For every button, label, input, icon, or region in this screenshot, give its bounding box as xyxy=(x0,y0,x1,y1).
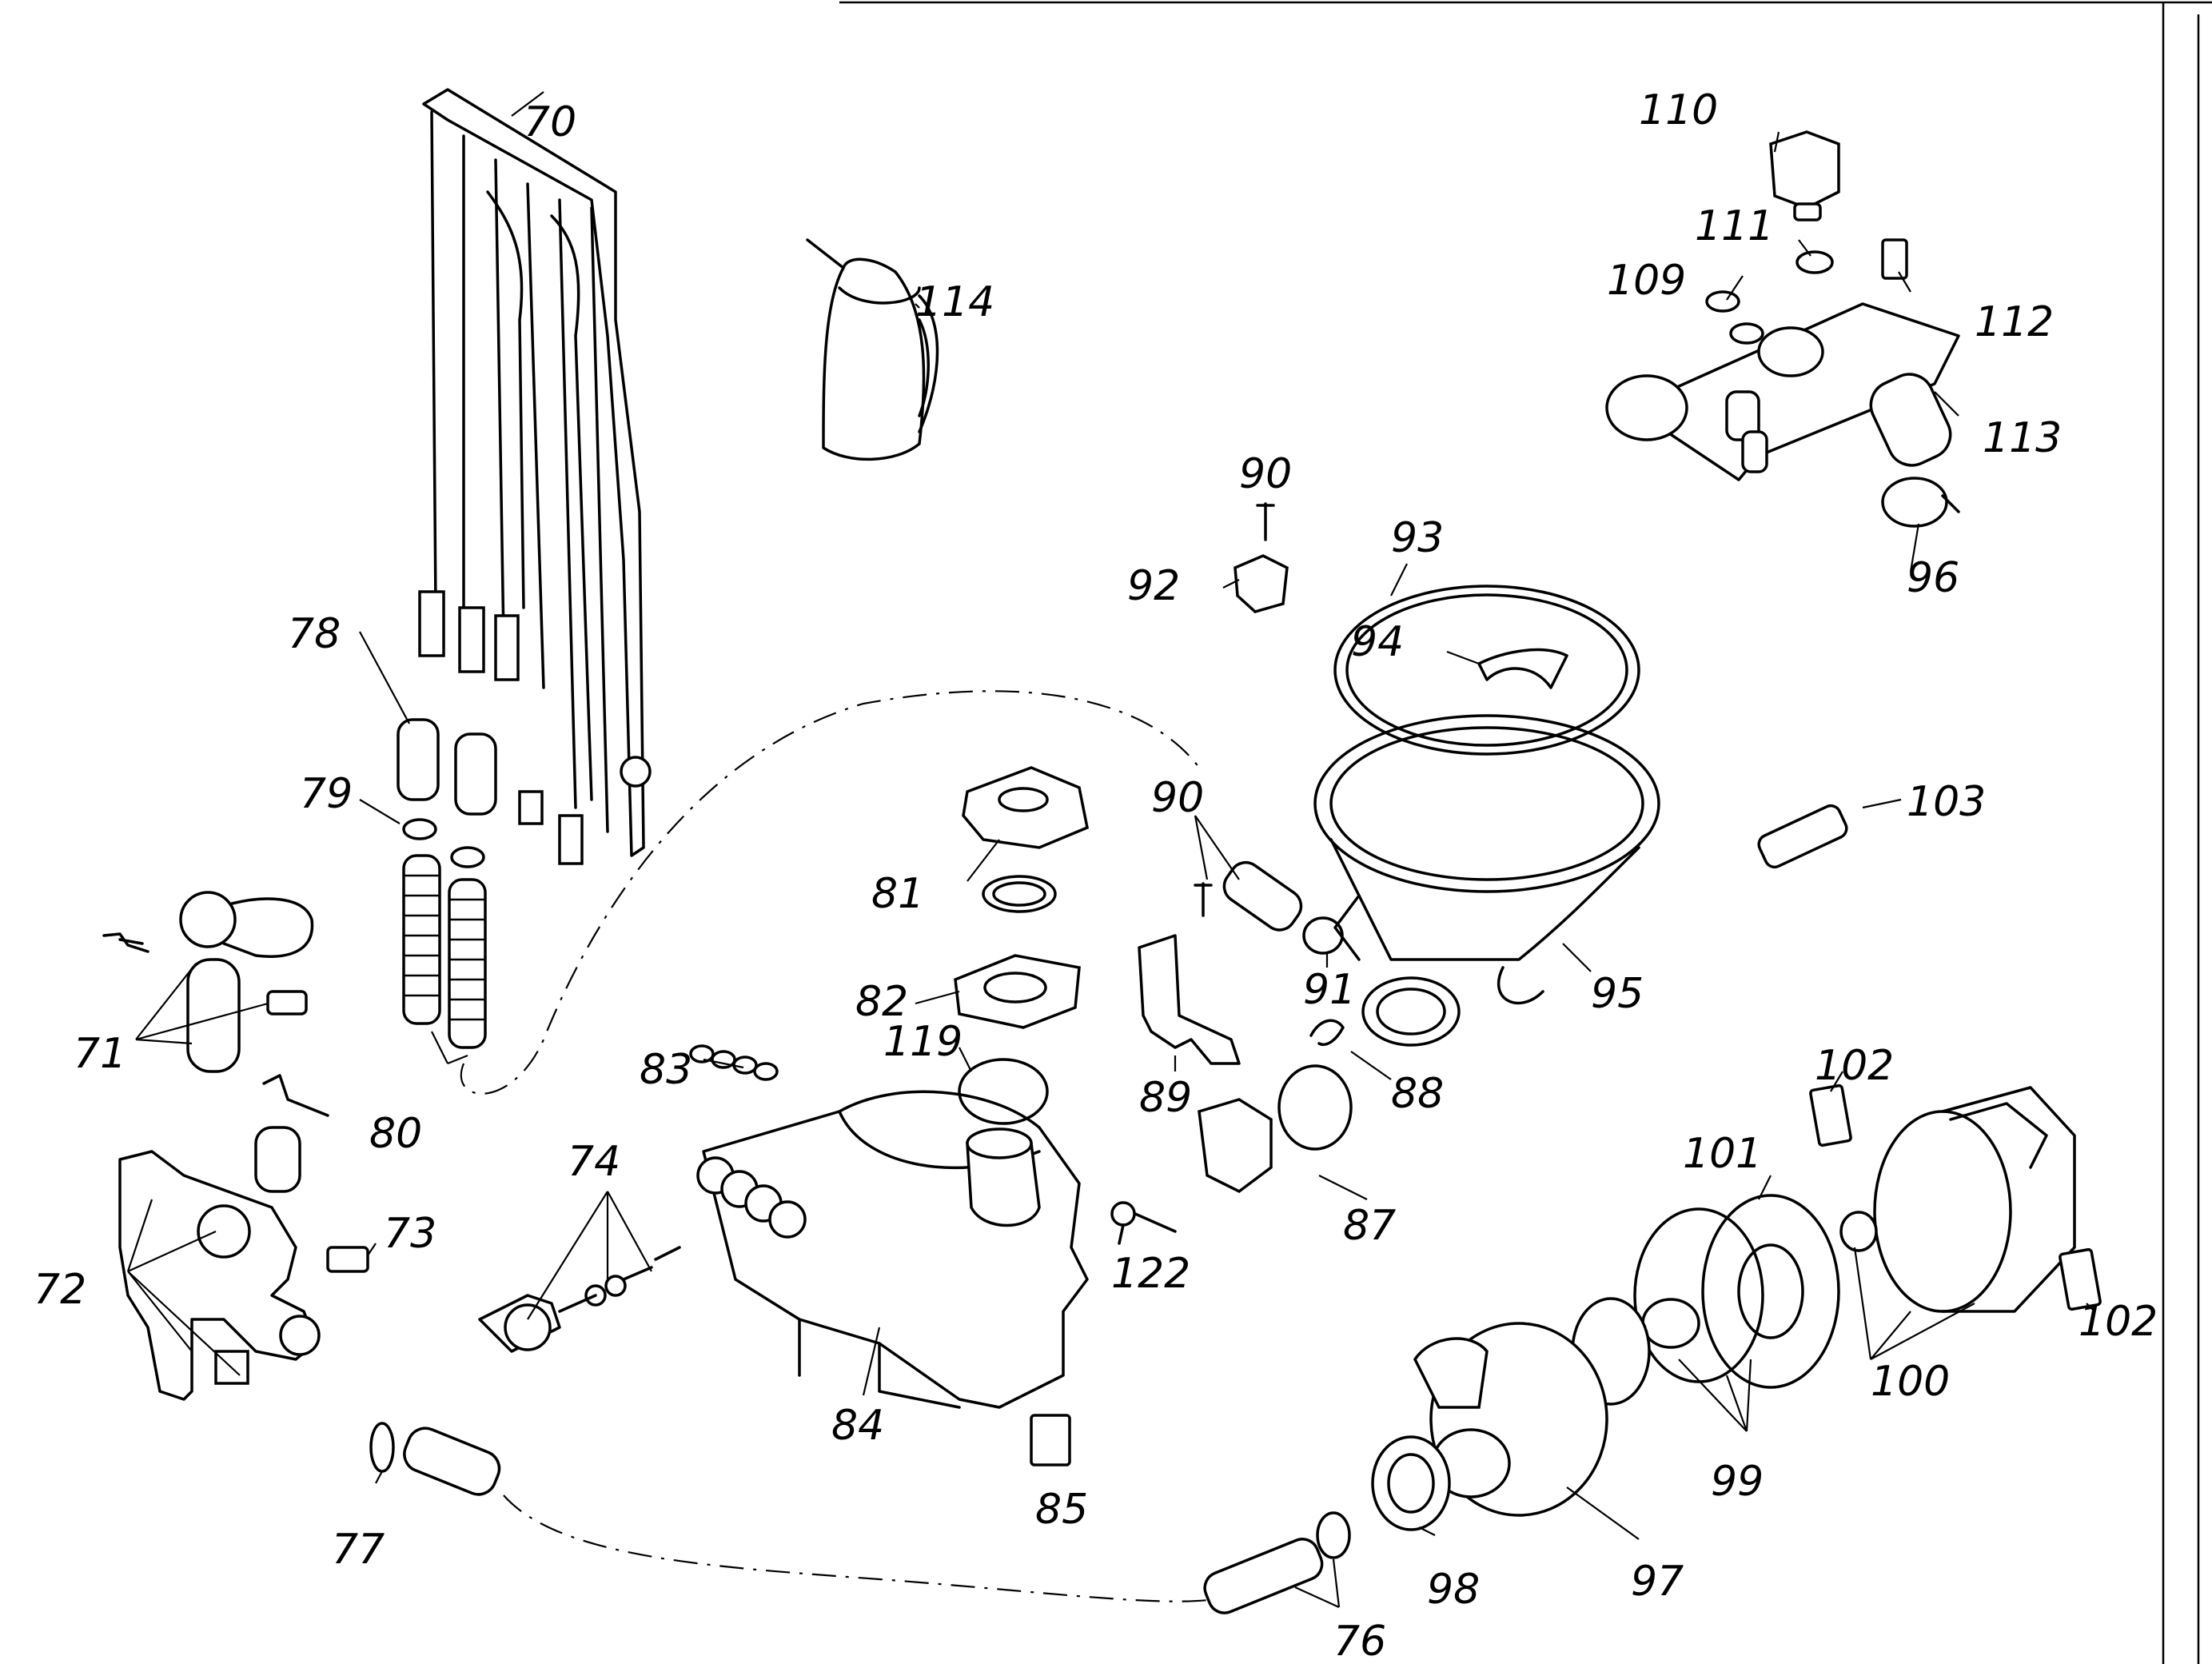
label-81: 81 xyxy=(871,870,924,918)
label-90-mid: 90 xyxy=(1151,774,1204,822)
part-113-diverter-valve xyxy=(1605,302,1960,481)
part-83-o-rings xyxy=(689,1044,779,1081)
label-94: 94 xyxy=(1351,618,1404,666)
label-100: 100 xyxy=(1871,1358,1950,1406)
part-97-pump-housing xyxy=(1413,1322,1608,1517)
part-81-seal-ring xyxy=(982,875,1057,913)
page-frame xyxy=(839,1,2212,1664)
label-85: 85 xyxy=(1035,1486,1088,1534)
label-72: 72 xyxy=(34,1266,86,1314)
label-119: 119 xyxy=(883,1018,963,1066)
part-93-sump-gasket xyxy=(1333,585,1640,756)
label-113: 113 xyxy=(1983,414,2062,462)
label-114: 114 xyxy=(915,278,994,326)
label-89: 89 xyxy=(1139,1074,1192,1122)
label-96: 96 xyxy=(1907,554,1959,602)
label-71: 71 xyxy=(74,1030,126,1078)
part-111-o-ring xyxy=(1796,250,1834,274)
part-82-flange xyxy=(954,954,1081,1029)
label-87: 87 xyxy=(1343,1202,1396,1250)
part-102-clip-right xyxy=(2059,1247,2102,1311)
part-112-clip xyxy=(1881,238,1908,280)
label-83: 83 xyxy=(640,1046,692,1094)
label-70: 70 xyxy=(524,98,576,146)
part-94-filter-clip xyxy=(1477,648,1568,689)
part-79-o-rings xyxy=(402,818,485,868)
part-77-hose xyxy=(369,1422,501,1496)
part-110-sensor-connector xyxy=(1769,130,1840,221)
part-91-o-ring xyxy=(1302,916,1344,955)
part-81-salt-container-cap xyxy=(962,766,1089,849)
label-74: 74 xyxy=(568,1138,620,1186)
part-101-pump-cover xyxy=(1701,1194,1840,1389)
part-76-drain-hose xyxy=(1203,1511,1351,1614)
part-96-hose-clamp xyxy=(1881,477,1960,528)
part-90-screw xyxy=(1256,502,1275,541)
part-71-pressure-switch xyxy=(102,891,314,1073)
part-72-water-inlet-block xyxy=(118,1074,329,1401)
part-88-clip xyxy=(1309,1019,1345,1046)
part-89-bracket xyxy=(1138,934,1241,1065)
part-87-sensor xyxy=(1198,1064,1353,1194)
label-93: 93 xyxy=(1391,514,1444,562)
part-80-corrugated-hoses xyxy=(402,854,487,1049)
label-102-top: 102 xyxy=(1815,1042,1894,1090)
part-70-spray-arm-tube xyxy=(418,88,652,865)
label-91: 91 xyxy=(1303,966,1356,1014)
label-84: 84 xyxy=(831,1402,884,1450)
label-103: 103 xyxy=(1907,778,1986,826)
label-88: 88 xyxy=(1391,1070,1444,1118)
part-100-circulation-motor xyxy=(1839,1086,2076,1313)
part-85-clip xyxy=(1030,1414,1071,1466)
hose-routing-lines xyxy=(460,690,1216,1602)
label-82: 82 xyxy=(855,978,908,1026)
label-98: 98 xyxy=(1427,1566,1480,1614)
part-74-valve xyxy=(478,1246,681,1353)
part-78-sleeves xyxy=(397,718,497,816)
part-102-clip-top xyxy=(1809,1083,1852,1147)
part-84-water-softener xyxy=(696,1090,1089,1409)
label-76: 76 xyxy=(1333,1618,1386,1664)
label-112: 112 xyxy=(1975,298,2054,346)
part-92-bracket xyxy=(1234,554,1289,613)
label-92: 92 xyxy=(1127,562,1180,610)
leader-lines xyxy=(126,91,2095,1609)
label-95: 95 xyxy=(1591,970,1644,1018)
label-77: 77 xyxy=(332,1526,385,1574)
label-80: 80 xyxy=(369,1110,422,1158)
part-90-screw-small xyxy=(1194,882,1213,917)
label-110: 110 xyxy=(1639,86,1718,134)
part-109-o-rings xyxy=(1705,290,1764,345)
label-97: 97 xyxy=(1631,1558,1684,1606)
part-90-corrugated-sleeve xyxy=(1222,860,1303,932)
part-95-sump xyxy=(1313,714,1660,1047)
part-98-coupling xyxy=(1371,1435,1451,1531)
part-114-filling-funnel xyxy=(806,238,939,461)
label-73: 73 xyxy=(384,1210,436,1258)
label-78: 78 xyxy=(288,610,341,658)
label-101: 101 xyxy=(1683,1130,1762,1178)
label-99: 99 xyxy=(1711,1458,1764,1506)
part-122-screw xyxy=(1110,1201,1177,1245)
label-79: 79 xyxy=(300,770,353,818)
label-102-right: 102 xyxy=(2078,1298,2158,1346)
part-119-o-ring xyxy=(958,1058,1049,1125)
label-90-top: 90 xyxy=(1239,450,1292,498)
label-122: 122 xyxy=(1111,1250,1190,1298)
label-109: 109 xyxy=(1607,257,1686,305)
part-103-filter-pin xyxy=(1757,804,1848,869)
callout-labels: 70 114 78 79 80 71 72 73 74 81 82 83 119… xyxy=(34,86,2158,1664)
label-111: 111 xyxy=(1695,202,1774,250)
part-73-switch xyxy=(326,1246,369,1273)
